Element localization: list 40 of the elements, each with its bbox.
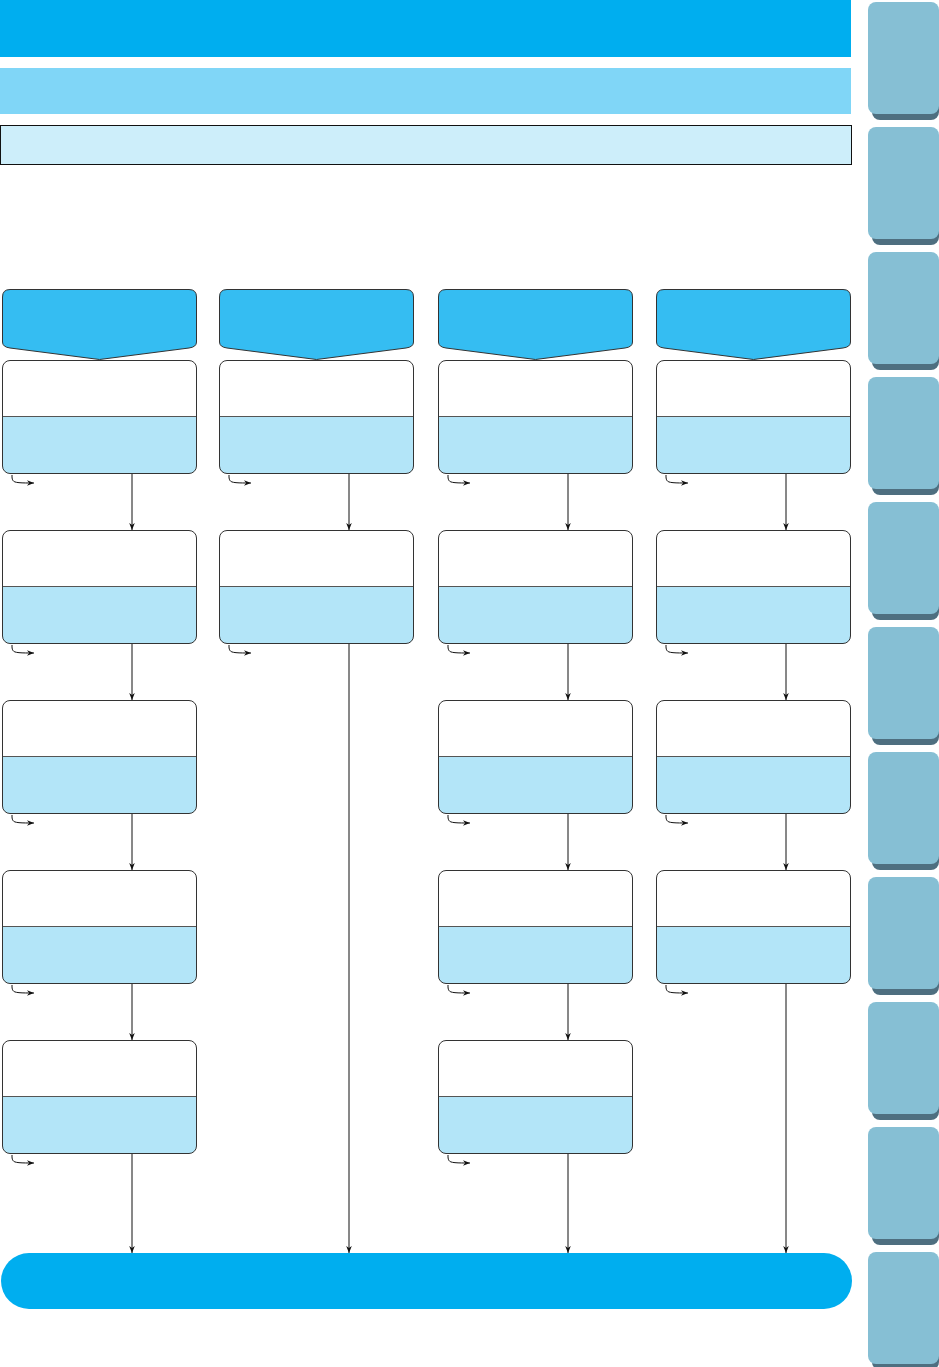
- header-chevron: [656, 289, 851, 360]
- step-box: [2, 1040, 197, 1154]
- arrow: [565, 473, 571, 531]
- step-box: [438, 1040, 633, 1154]
- step-box: [438, 700, 633, 814]
- arrow: [783, 643, 789, 701]
- step-box: [656, 530, 851, 644]
- step-box: [656, 700, 851, 814]
- arrow: [129, 1153, 135, 1254]
- header-chevron: [2, 289, 197, 360]
- header-chevron: [219, 289, 414, 360]
- result-bar: [1, 1253, 852, 1309]
- arrow: [565, 813, 571, 871]
- arrow: [129, 983, 135, 1041]
- title-bar: [0, 0, 851, 57]
- arrow: [129, 643, 135, 701]
- arrow: [346, 473, 352, 531]
- arrow: [129, 813, 135, 871]
- step-box: [2, 870, 197, 984]
- subtitle-bar: [0, 68, 851, 114]
- step-box: [656, 360, 851, 474]
- step-box: [438, 360, 633, 474]
- arrow: [783, 473, 789, 531]
- note-bar: [0, 125, 852, 165]
- step-box: [438, 870, 633, 984]
- step-box: [656, 870, 851, 984]
- arrow: [565, 643, 571, 701]
- step-box: [219, 530, 414, 644]
- arrow: [129, 473, 135, 531]
- header-chevron: [438, 289, 633, 360]
- step-box: [2, 530, 197, 644]
- step-box: [2, 360, 197, 474]
- arrow: [783, 983, 789, 1254]
- arrow: [783, 813, 789, 871]
- step-box: [2, 700, 197, 814]
- arrow: [346, 643, 352, 1254]
- step-box: [438, 530, 633, 644]
- step-box: [219, 360, 414, 474]
- arrow: [565, 983, 571, 1041]
- arrow: [565, 1153, 571, 1254]
